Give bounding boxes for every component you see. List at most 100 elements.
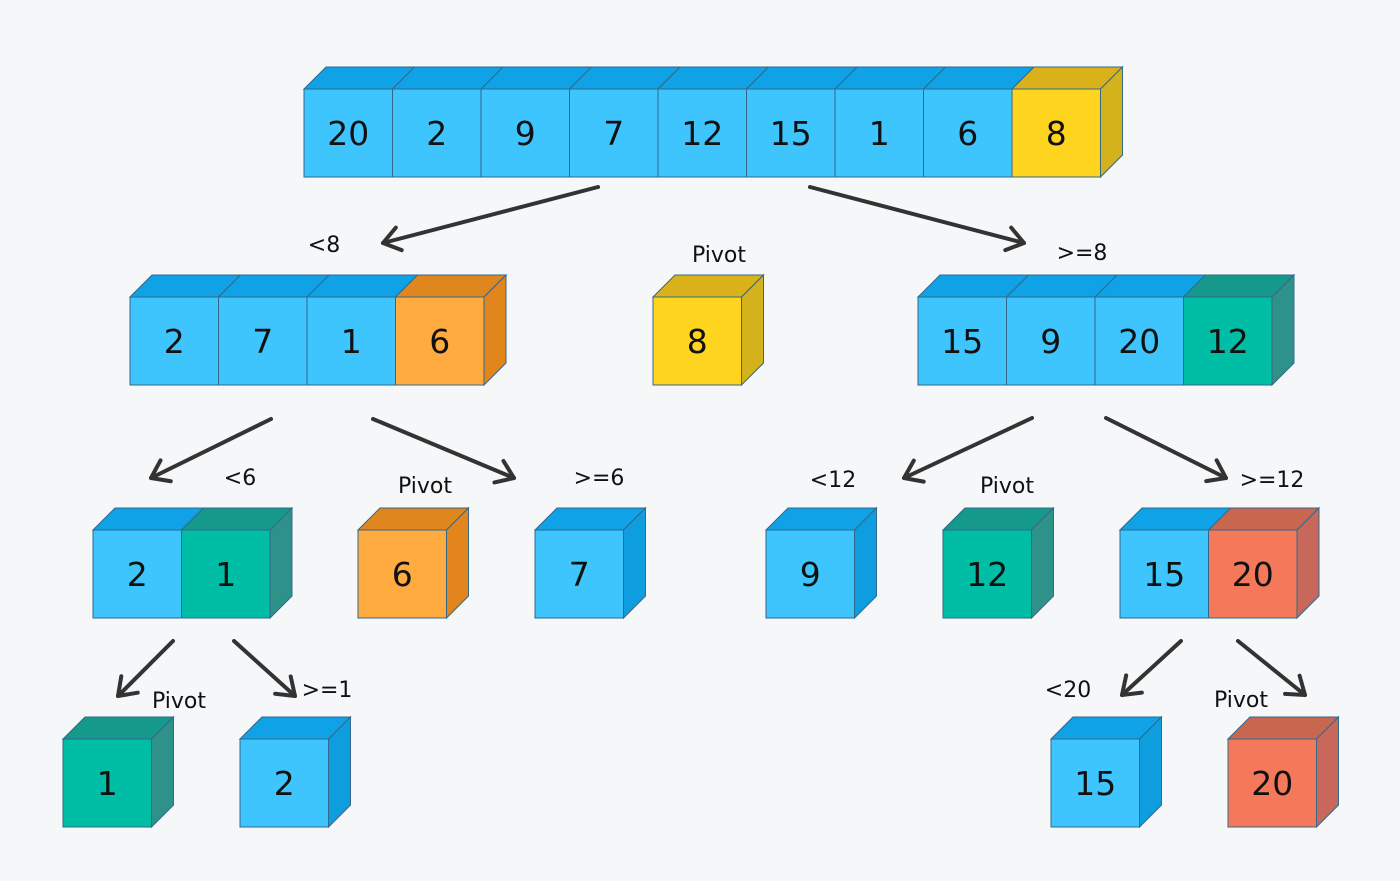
cube-value: 2 [127, 555, 148, 594]
cube-value: 7 [252, 322, 273, 361]
label-lt12: <12 [810, 468, 856, 493]
label-pivot-20: Pivot [1214, 688, 1268, 713]
cube-root-3: 7 [568, 66, 682, 178]
cube-lt6-1: 1 [180, 506, 294, 620]
cube-value: 20 [1251, 764, 1293, 803]
cube-value: 12 [966, 555, 1008, 594]
cube-pivot-12-0: 12 [941, 506, 1055, 620]
label-pivot-12: Pivot [980, 474, 1034, 499]
cube-group-pivot-6: 6 [356, 506, 470, 620]
label-ge12: >=12 [1240, 468, 1305, 493]
label-lt6: <6 [224, 466, 256, 491]
cube-value: 9 [515, 114, 536, 153]
cube-right-ge8-1: 9 [1005, 274, 1119, 386]
cube-value: 7 [569, 555, 590, 594]
cube-right-ge8-0: 15 [916, 274, 1030, 386]
arrow-lt6-to-ge1 [232, 639, 297, 698]
cube-value: 1 [341, 322, 362, 361]
cube-group-pivot-12: 12 [941, 506, 1055, 620]
cube-pivot-8-0: 8 [651, 273, 765, 387]
cube-value: 1 [215, 555, 236, 594]
cube-value: 6 [392, 555, 413, 594]
label-ge6: >=6 [574, 466, 625, 491]
label-pivot-6: Pivot [398, 474, 452, 499]
cube-left-lt8-2: 1 [305, 274, 419, 386]
cube-value: 20 [1232, 555, 1274, 594]
cube-group-lt20: 15 [1049, 715, 1163, 829]
arrow-root-to-ge8 [808, 185, 1026, 253]
cube-root-5: 15 [745, 66, 859, 178]
label-ge1: >=1 [302, 678, 353, 703]
cube-group-right-ge8: 15 9 20 12 [916, 273, 1296, 387]
cube-root-6: 1 [833, 66, 947, 178]
cube-value: 6 [957, 114, 978, 153]
cube-root-8: 8 [1010, 65, 1124, 179]
cube-group-ge1: 2 [238, 715, 352, 829]
cube-right-ge8-2: 20 [1093, 274, 1207, 386]
cube-value: 15 [941, 322, 983, 361]
cube-value: 6 [429, 322, 450, 361]
arrow-ge12-to-lt20 [1120, 639, 1183, 697]
label-lt20: <20 [1045, 678, 1091, 703]
label-pivot-1: Pivot [152, 689, 206, 714]
cube-pivot-20-0: 20 [1226, 715, 1340, 829]
cube-value: 2 [274, 764, 295, 803]
cube-value: 15 [1074, 764, 1116, 803]
cube-value: 12 [1207, 322, 1249, 361]
cube-left-lt8-0: 2 [128, 274, 242, 386]
cube-root-4: 12 [656, 66, 770, 178]
cube-lt20-0: 15 [1049, 715, 1163, 829]
cube-value: 20 [327, 114, 369, 153]
cube-ge12-1: 20 [1207, 506, 1321, 620]
cube-value: 8 [1046, 114, 1067, 153]
cube-group-ge6: 7 [533, 506, 647, 620]
cube-group-root: 20 2 9 7 12 15 1 6 8 [302, 65, 1124, 179]
cube-value: 7 [603, 114, 624, 153]
cube-group-pivot-1: 1 [61, 715, 175, 829]
cube-group-pivot-20: 20 [1226, 715, 1340, 829]
arrow-lt8-to-lt6 [149, 417, 273, 484]
cube-left-lt8-1: 7 [217, 274, 331, 386]
cube-root-1: 2 [391, 66, 505, 178]
arrows-layer [116, 185, 1307, 698]
cube-root-7: 6 [922, 66, 1036, 178]
cube-root-2: 9 [479, 66, 593, 178]
cube-value: 9 [1040, 322, 1061, 361]
cube-group-lt12: 9 [764, 506, 878, 620]
cube-pivot-1-0: 1 [61, 715, 175, 829]
cube-value: 2 [426, 114, 447, 153]
arrow-ge8-to-lt12 [902, 416, 1034, 484]
cube-group-left-lt8: 2 7 1 6 [128, 273, 508, 387]
cube-right-ge8-3: 12 [1182, 273, 1296, 387]
label-pivot-8: Pivot [692, 243, 746, 268]
cube-lt6-0: 2 [91, 507, 205, 619]
cube-value: 15 [1143, 555, 1185, 594]
label-lt8: <8 [308, 233, 340, 258]
arrow-ge12-to-pivot20 [1236, 639, 1307, 697]
arrow-lt8-to-ge6 [371, 417, 516, 485]
cube-value: 1 [869, 114, 890, 153]
arrow-ge8-to-ge12 [1104, 416, 1228, 484]
cube-root-0: 20 [302, 66, 416, 178]
cube-value: 1 [97, 764, 118, 803]
cube-value: 2 [164, 322, 185, 361]
cube-value: 8 [687, 322, 708, 361]
cube-ge1-0: 2 [238, 715, 352, 829]
cube-ge6-0: 7 [533, 506, 647, 620]
arrow-lt6-to-pivot1 [116, 639, 175, 698]
cube-value: 15 [770, 114, 812, 153]
arrow-root-to-lt8 [381, 185, 600, 253]
cube-value: 20 [1118, 322, 1160, 361]
cube-pivot-6-0: 6 [356, 506, 470, 620]
cube-left-lt8-3: 6 [394, 273, 508, 387]
label-ge8: >=8 [1057, 241, 1108, 266]
cube-value: 12 [681, 114, 723, 153]
cube-value: 9 [800, 555, 821, 594]
cube-lt12-0: 9 [764, 506, 878, 620]
